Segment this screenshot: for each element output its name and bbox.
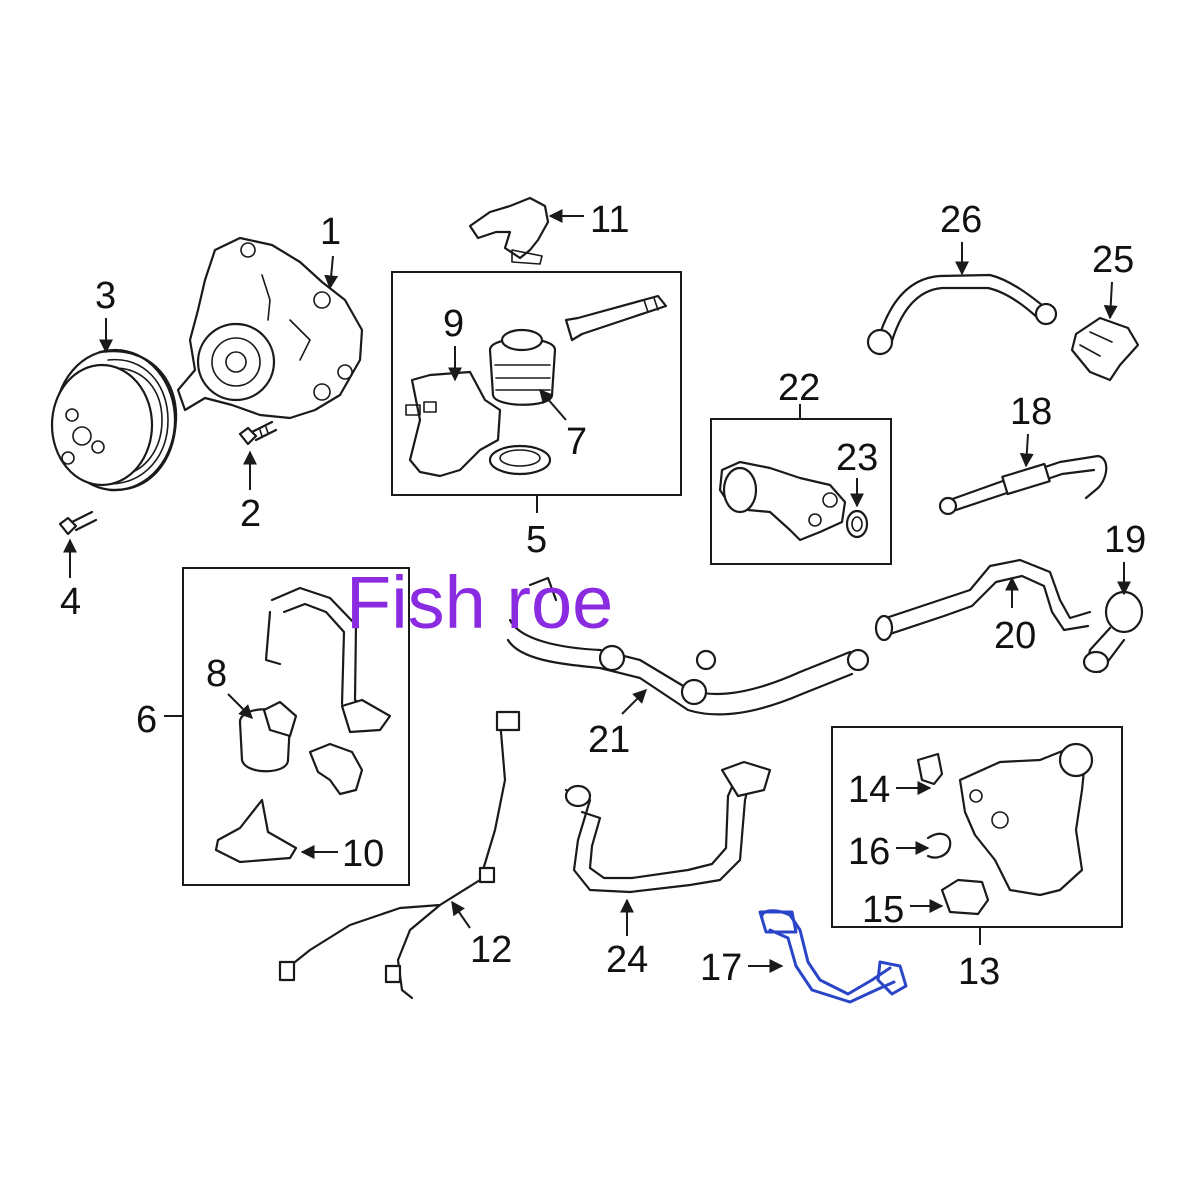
connector-part-19 <box>1082 590 1144 674</box>
callout-8: 8 <box>206 653 227 695</box>
callout-26: 26 <box>940 199 982 241</box>
coolant-pipe-part-26 <box>866 273 1058 356</box>
hose-17-body-inner <box>768 928 896 1004</box>
coolant-hose-part-17 <box>758 909 908 1004</box>
coolant-hose-part-24 <box>564 760 772 894</box>
group-box-13 <box>831 726 1123 928</box>
leader-25 <box>1103 281 1118 320</box>
leader-12 <box>451 900 471 929</box>
callout-12: 12 <box>470 929 512 971</box>
group-box-6 <box>182 567 410 886</box>
callout-17: 17 <box>700 947 742 989</box>
thermostat-assembly-part-13 <box>916 742 1094 916</box>
leader-18 <box>1019 433 1034 468</box>
callout-9: 9 <box>443 303 464 345</box>
leader-8 <box>227 693 253 719</box>
callout-23: 23 <box>836 437 878 479</box>
callout-19: 19 <box>1104 519 1146 561</box>
callout-6: 6 <box>136 699 157 741</box>
seal-ring-part-23 <box>845 509 869 539</box>
callout-24: 24 <box>606 939 648 981</box>
pump-assembly-part-5 <box>405 294 668 478</box>
callout-11: 11 <box>590 199 629 241</box>
water-pump-part-1 <box>176 236 364 420</box>
callout-20: 20 <box>994 615 1036 657</box>
pump-assembly-part-6 <box>214 586 392 864</box>
hose-17-end-right <box>876 960 908 996</box>
callout-16: 16 <box>848 831 890 873</box>
callout-5: 5 <box>526 519 547 561</box>
fitting-part-25 <box>1070 316 1140 382</box>
callout-7: 7 <box>566 421 587 463</box>
thermostat-housing-part-22 <box>718 460 847 542</box>
callout-15: 15 <box>862 889 904 931</box>
callout-1: 1 <box>320 211 341 253</box>
bolt-part-4 <box>58 510 98 536</box>
coolant-pipe-part-20 <box>874 558 1092 642</box>
callout-22: 22 <box>778 367 820 409</box>
callout-14: 14 <box>848 769 890 811</box>
leader-1 <box>324 255 339 290</box>
callout-2: 2 <box>240 493 261 535</box>
callout-18: 18 <box>1010 391 1052 433</box>
hose-part-18 <box>938 454 1108 516</box>
hose-fitting-part-11 <box>468 196 550 265</box>
callout-13: 13 <box>958 951 1000 993</box>
callout-25: 25 <box>1092 239 1134 281</box>
wiring-harness-part-12 <box>278 710 521 1000</box>
coolant-pipe-part-21 <box>506 576 870 716</box>
callout-10: 10 <box>342 833 384 875</box>
callout-21: 21 <box>588 719 630 761</box>
pulley-part-3 <box>50 348 178 492</box>
callout-4: 4 <box>60 581 81 623</box>
leader-7 <box>539 388 567 421</box>
leader-21 <box>621 689 647 715</box>
hose-17-end-left <box>758 910 798 934</box>
bolt-part-2 <box>238 420 278 446</box>
callout-3: 3 <box>95 275 116 317</box>
watermark-text: Fish roe <box>346 561 613 644</box>
